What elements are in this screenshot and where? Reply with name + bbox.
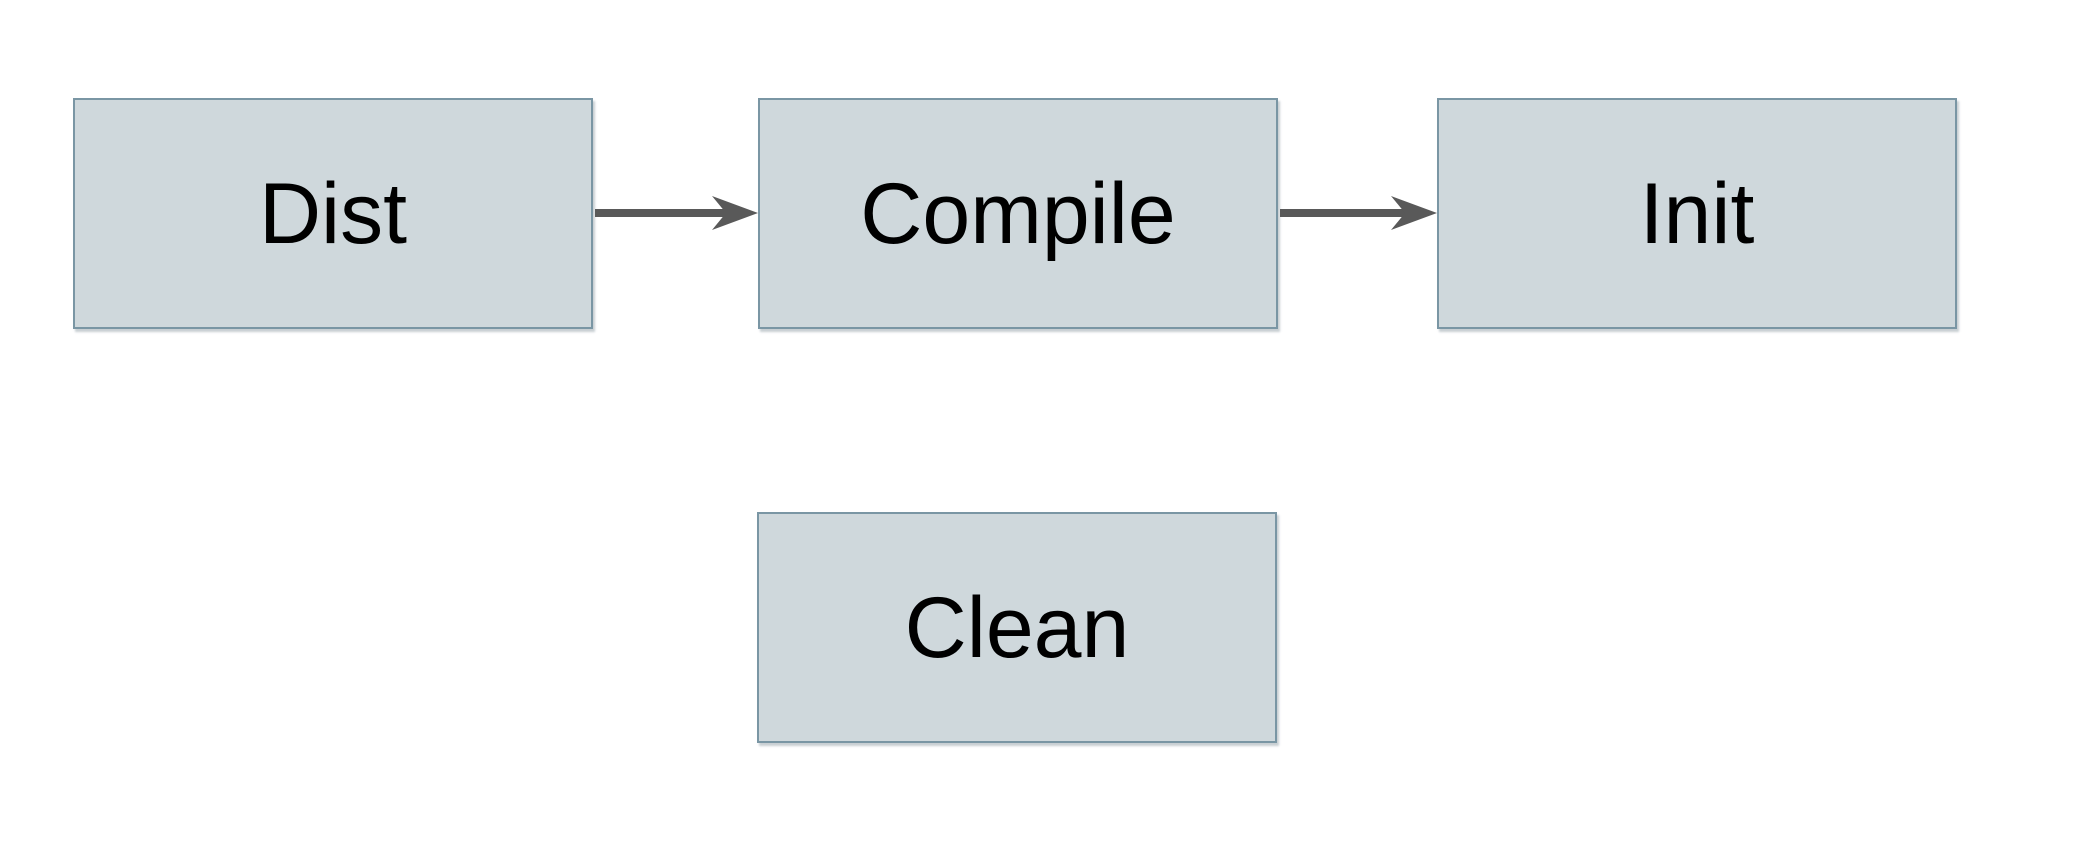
node-clean: Clean [757,512,1277,743]
arrow-icon [1280,196,1437,230]
node-compile-label: Compile [860,165,1176,262]
node-init-label: Init [1639,165,1755,262]
node-dist: Dist [73,98,593,329]
arrow-compile-to-init [1280,193,1437,233]
arrow-icon [595,196,758,230]
node-dist-label: Dist [258,165,408,262]
node-compile: Compile [758,98,1278,329]
arrow-dist-to-compile [595,193,758,233]
node-init: Init [1437,98,1957,329]
node-clean-label: Clean [904,579,1130,676]
